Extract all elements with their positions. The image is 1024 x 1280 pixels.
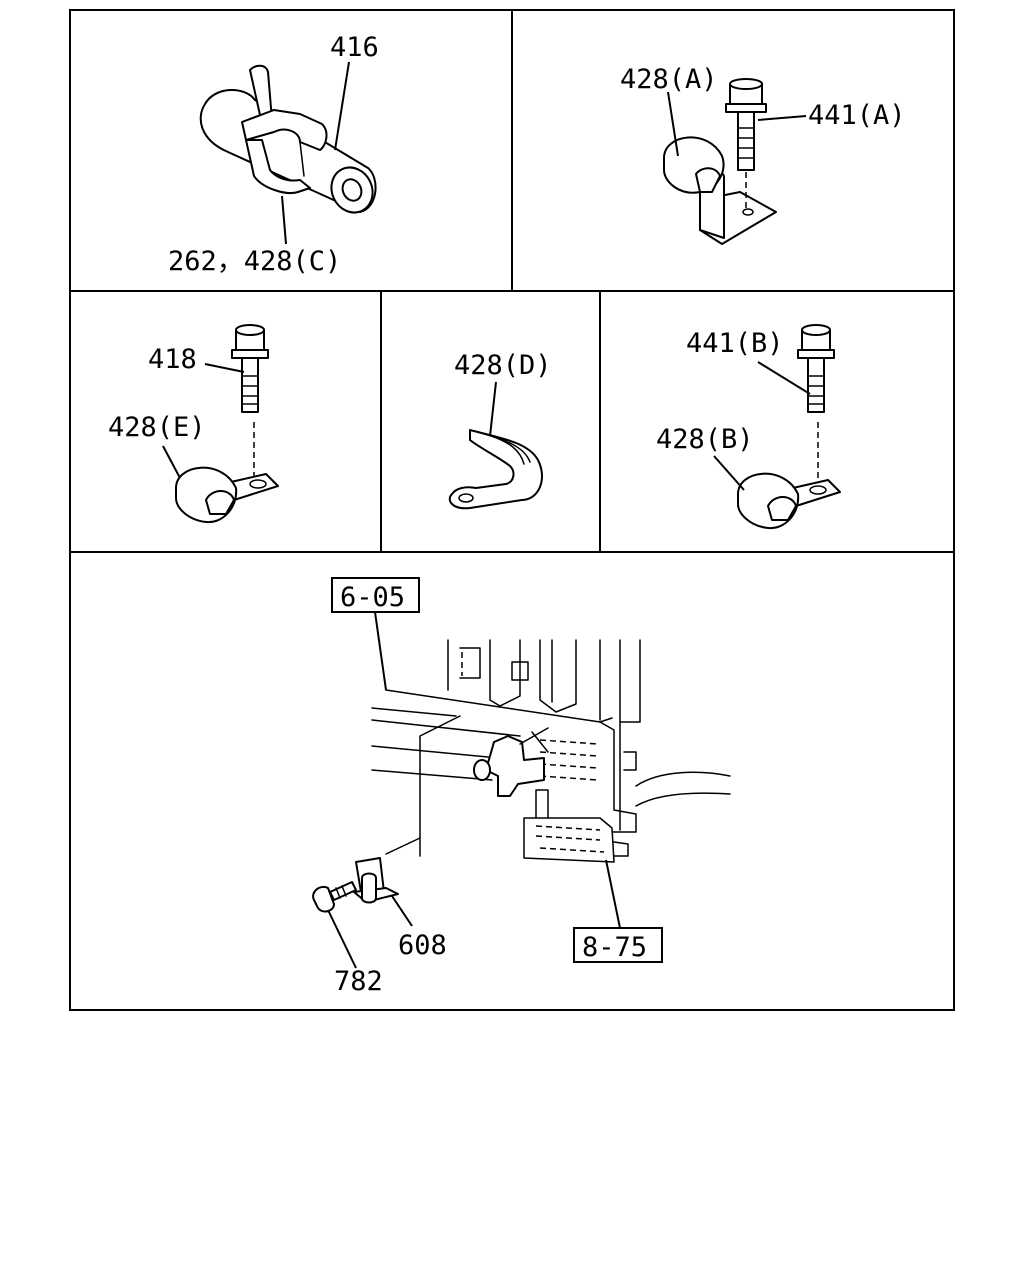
callout-428d: 428(D) bbox=[454, 350, 552, 381]
reference-6-05: 6-05 bbox=[340, 582, 405, 613]
clip-428d-drawing bbox=[448, 429, 543, 510]
bracket-clamp-a-drawing bbox=[663, 136, 777, 245]
reference-box-8-75: 8-75 bbox=[573, 927, 663, 963]
bolt-441b-drawing bbox=[797, 324, 835, 486]
callout-418: 418 bbox=[148, 344, 197, 375]
hose-tube-drawing bbox=[199, 64, 377, 214]
callout-416: 416 bbox=[330, 32, 379, 63]
callout-262-428c: 262，428(C) bbox=[168, 246, 341, 277]
panel-clamp-a: 428(A) 441(A) bbox=[620, 64, 906, 245]
clamp-428e-drawing bbox=[175, 466, 279, 524]
panel-assembly: 6-05 8-75 608 782 bbox=[312, 577, 731, 997]
panel-hose-tie-clip: 416 262，428(C) bbox=[168, 32, 379, 277]
diagram-frame bbox=[69, 9, 955, 1011]
callout-428b: 428(B) bbox=[656, 424, 754, 455]
callout-608: 608 bbox=[398, 930, 447, 961]
callout-428e: 428(E) bbox=[108, 412, 206, 443]
panel-clamp-b: 441(B) 428(B) bbox=[656, 324, 841, 530]
reference-box-6-05: 6-05 bbox=[331, 577, 420, 613]
bolt-441a-drawing bbox=[725, 78, 767, 208]
callout-441b: 441(B) bbox=[686, 328, 784, 359]
panel-clip-d: 428(D) bbox=[448, 350, 552, 510]
bracket-608-drawing bbox=[353, 837, 421, 904]
panel-clamp-e: 418 428(E) bbox=[108, 324, 279, 524]
assembly-frame-drawing bbox=[371, 639, 731, 863]
bolt-418-drawing bbox=[231, 324, 269, 484]
callout-782: 782 bbox=[334, 966, 383, 997]
reference-8-75: 8-75 bbox=[582, 932, 647, 963]
callout-428a: 428(A) bbox=[620, 64, 718, 95]
callout-441a: 441(A) bbox=[808, 100, 906, 131]
bolt-782-drawing bbox=[312, 881, 357, 913]
clamp-428b-drawing bbox=[737, 472, 841, 530]
